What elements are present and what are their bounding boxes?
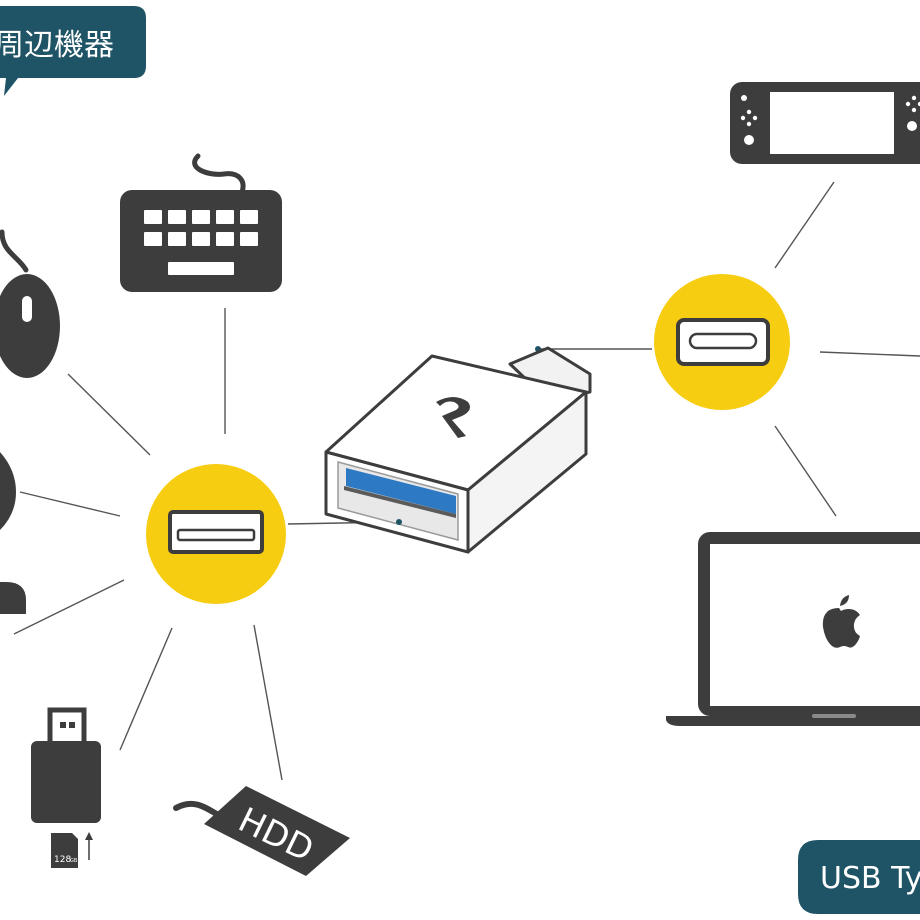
line-laptop	[774, 425, 837, 517]
usb-type-label-text: USB Ty	[820, 861, 920, 896]
usb-type-label: USB Ty	[798, 840, 920, 914]
line-mouse	[67, 373, 151, 456]
line-switch	[774, 181, 835, 269]
sd-card-capacity: 128	[54, 855, 71, 865]
peripherals-label-text: 周辺機器	[0, 28, 114, 63]
right-hub-lines	[538, 181, 920, 517]
usb-stick-icon	[31, 707, 101, 823]
keyboard-icon	[120, 153, 282, 292]
mouse-icon	[0, 229, 60, 378]
usb-c-hub	[654, 274, 790, 410]
usb-a-hub	[146, 464, 286, 604]
line-device-a	[19, 491, 121, 517]
usb-adapter-icon	[324, 346, 592, 554]
apple-logo-icon	[822, 595, 860, 648]
line-hdd	[253, 624, 283, 781]
hdd-icon: HDD	[173, 786, 350, 876]
sd-card-unit: GB	[70, 858, 78, 864]
sd-card-icon: 128 GB	[51, 833, 78, 868]
peripherals-label: 周辺機器	[0, 6, 146, 96]
game-console-icon	[730, 82, 920, 164]
line-usb-stick	[119, 627, 173, 751]
brand-logo-icon	[436, 397, 470, 438]
line-device-b	[13, 579, 125, 635]
line-right-offscreen	[819, 351, 920, 357]
device-partial-icon	[0, 452, 16, 530]
arrow-up-icon	[85, 832, 93, 860]
left-hub-lines	[13, 308, 397, 781]
device-partial-lower-icon	[0, 582, 26, 614]
laptop-icon	[666, 532, 920, 726]
